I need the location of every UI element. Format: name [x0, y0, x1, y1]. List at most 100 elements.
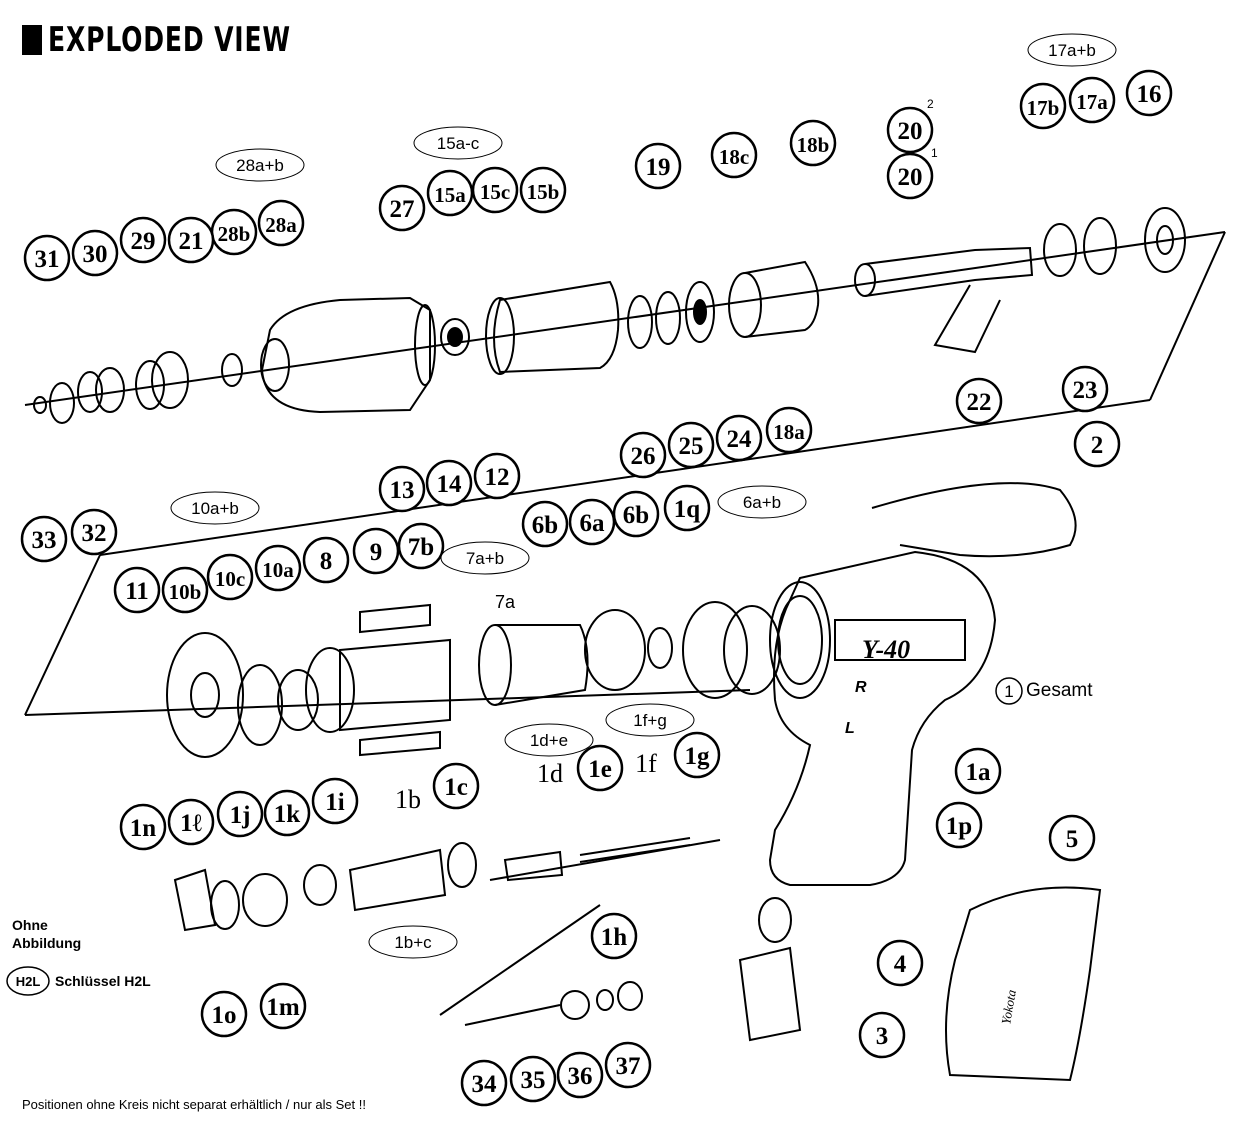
callout-17b-2: 17b [1019, 82, 1067, 130]
callout-circle [576, 744, 624, 792]
superscript-1: 1 [931, 146, 938, 160]
set-label-text: 1b+c [394, 933, 432, 952]
callout-circle [206, 553, 254, 601]
set-label-1de: 1d+e [504, 723, 594, 757]
ohne-line1: Ohne [12, 917, 48, 933]
callout-circle [509, 1055, 557, 1103]
callout-1j-48: 1j [216, 790, 264, 838]
h2l-badge-text: H2L [16, 974, 41, 989]
set-label-10ab: 10a+b [170, 491, 260, 525]
callout-text: 15c [480, 180, 510, 204]
callout-10c-32: 10c [206, 553, 254, 601]
callout-1p-42: 1p [935, 801, 983, 849]
plain-label-7a: 7a [495, 592, 516, 612]
callout-text: 1e [588, 756, 612, 783]
callout-text: 20 [898, 118, 923, 145]
callout-15b-8: 15b [519, 166, 567, 214]
callout-circle [1073, 420, 1121, 468]
callout-20-4: 20 [886, 106, 934, 154]
callout-12-22: 12 [473, 452, 521, 500]
direction-mark-r: R [855, 679, 867, 696]
callout-text: 12 [485, 464, 510, 491]
callout-circle [216, 790, 264, 838]
callout-circle [119, 803, 167, 851]
callout-text: 20 [898, 164, 923, 191]
callout-1o-55: 1o [200, 990, 248, 1038]
callout-1i-50: 1i [311, 777, 359, 825]
callout-text: 1h [601, 924, 628, 951]
callout-text: 6a [580, 510, 606, 537]
set-label-ellipse [170, 491, 260, 525]
callout-circle [460, 1059, 508, 1107]
plain-label-1b: 1b [395, 785, 421, 814]
h2l-label: Schlüssel H2L [55, 973, 151, 989]
callout-25-24: 25 [667, 421, 715, 469]
callout-text: 1c [444, 774, 468, 801]
callout-13-20: 13 [378, 465, 426, 513]
callout-10b-31: 10b [161, 566, 209, 614]
callout-text: 23 [1073, 377, 1098, 404]
callout-circle [663, 484, 711, 532]
callout-circle [521, 500, 569, 548]
callout-5-43: 5 [1048, 814, 1096, 862]
footer-note: Positionen ohne Kreis nicht separat erhä… [22, 1097, 366, 1112]
set-label-ellipse [605, 703, 695, 737]
callout-17a-1: 17a [1068, 76, 1116, 124]
set-label-1bc: 1b+c [368, 925, 458, 959]
callout-31-17: 31 [23, 234, 71, 282]
gesamt-label: Gesamt [1026, 680, 1093, 701]
plain-label-1f: 1f [635, 749, 657, 778]
callout-1h-54: 1h [590, 912, 638, 960]
grip-logo: Yokota [998, 988, 1019, 1025]
callout-28b-13: 28b [210, 208, 258, 256]
callout-21-14: 21 [167, 216, 215, 264]
callout-circle [113, 566, 161, 614]
callout-16-0: 16 [1125, 69, 1173, 117]
callout-text: 18c [719, 145, 749, 169]
callout-circle [1068, 76, 1116, 124]
callout-23-28: 23 [1061, 365, 1109, 413]
callout-text: 1j [230, 802, 251, 829]
callout-circle [519, 166, 567, 214]
callout-text: 4 [894, 951, 907, 978]
callout-circle [634, 142, 682, 190]
title-block: EXPLODED VIEW [22, 20, 344, 60]
set-label-15ac: 15a-c [413, 126, 503, 160]
callout-1-47: 1ℓ [167, 798, 215, 846]
callout-32-19: 32 [70, 508, 118, 556]
callout-circle [765, 406, 813, 454]
set-label-text: 17a+b [1048, 41, 1096, 60]
callout-text: 27 [390, 196, 415, 223]
callout-text: 37 [616, 1053, 641, 1080]
callout-text: 28b [218, 222, 251, 246]
callout-circle [23, 234, 71, 282]
callout-text: 1p [946, 813, 972, 840]
callout-circle [612, 490, 660, 538]
callout-15c-9: 15c [471, 166, 519, 214]
callout-circle [876, 939, 924, 987]
callout-circle [71, 229, 119, 277]
callout-29-15: 29 [119, 216, 167, 264]
callout-3-45: 3 [858, 1011, 906, 1059]
callout-circle [20, 515, 68, 563]
callout-text: 1i [325, 789, 345, 816]
callout-text: 9 [370, 539, 383, 566]
h2l-badge: H2L [6, 966, 50, 996]
set-label-7ab: 7a+b [440, 541, 530, 575]
callout-37-60: 37 [604, 1041, 652, 1089]
set-label-text: 28a+b [236, 156, 284, 175]
callout-circle [378, 184, 426, 232]
set-label-ellipse [440, 541, 530, 575]
callout-circle [715, 414, 763, 462]
callout-text: 6b [532, 512, 558, 539]
callout-1k-49: 1k [263, 789, 311, 837]
page-title: EXPLODED VIEW [48, 20, 291, 60]
callout-28a-12: 28a [257, 199, 305, 247]
callout-circle [667, 421, 715, 469]
callout-18b-5: 18b [789, 119, 837, 167]
callout-circle [426, 169, 474, 217]
callout-text: 15b [527, 180, 560, 204]
set-label-text: 1d+e [530, 731, 568, 750]
callout-9-35: 9 [352, 527, 400, 575]
callout-36-59: 36 [556, 1051, 604, 1099]
